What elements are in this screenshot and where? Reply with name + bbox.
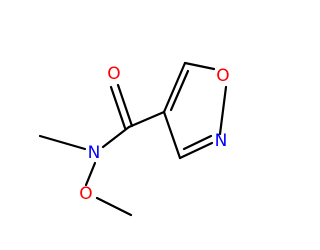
bond-carbonyl-co-1 <box>109 85 127 130</box>
bond-ring-n2-c3 <box>178 141 214 160</box>
bond-carbonyl-co-2 <box>116 83 134 128</box>
structure-canvas: O O N N O <box>38 61 230 217</box>
bond-carbonyl-ring <box>127 110 166 129</box>
bond-ring-c4-c5 <box>162 61 187 114</box>
bond-ring-c5-o1 <box>183 61 216 71</box>
atom-ring-nitrogen: N <box>215 131 228 151</box>
atom-carbonyl-oxygen: O <box>107 64 120 84</box>
atom-ring-oxygen: O <box>216 66 229 86</box>
bond-carbonyl-amide-n <box>101 125 131 149</box>
bond-ring-c3-c4 <box>162 110 182 160</box>
bond-amide-n-methyl <box>38 134 87 151</box>
molecule-drawing: O O N N O <box>38 61 230 217</box>
bond-ring-c4-c5-inner <box>169 69 190 112</box>
bond-ring-n2-c3-inner <box>182 134 213 151</box>
bond-amide-n-methoxy-o <box>84 161 97 187</box>
bond-methoxy-methyl <box>95 196 133 217</box>
atom-methoxy-oxygen: O <box>79 184 92 204</box>
atom-amide-nitrogen: N <box>88 143 101 163</box>
bond-ring-o1-n2 <box>218 85 228 136</box>
